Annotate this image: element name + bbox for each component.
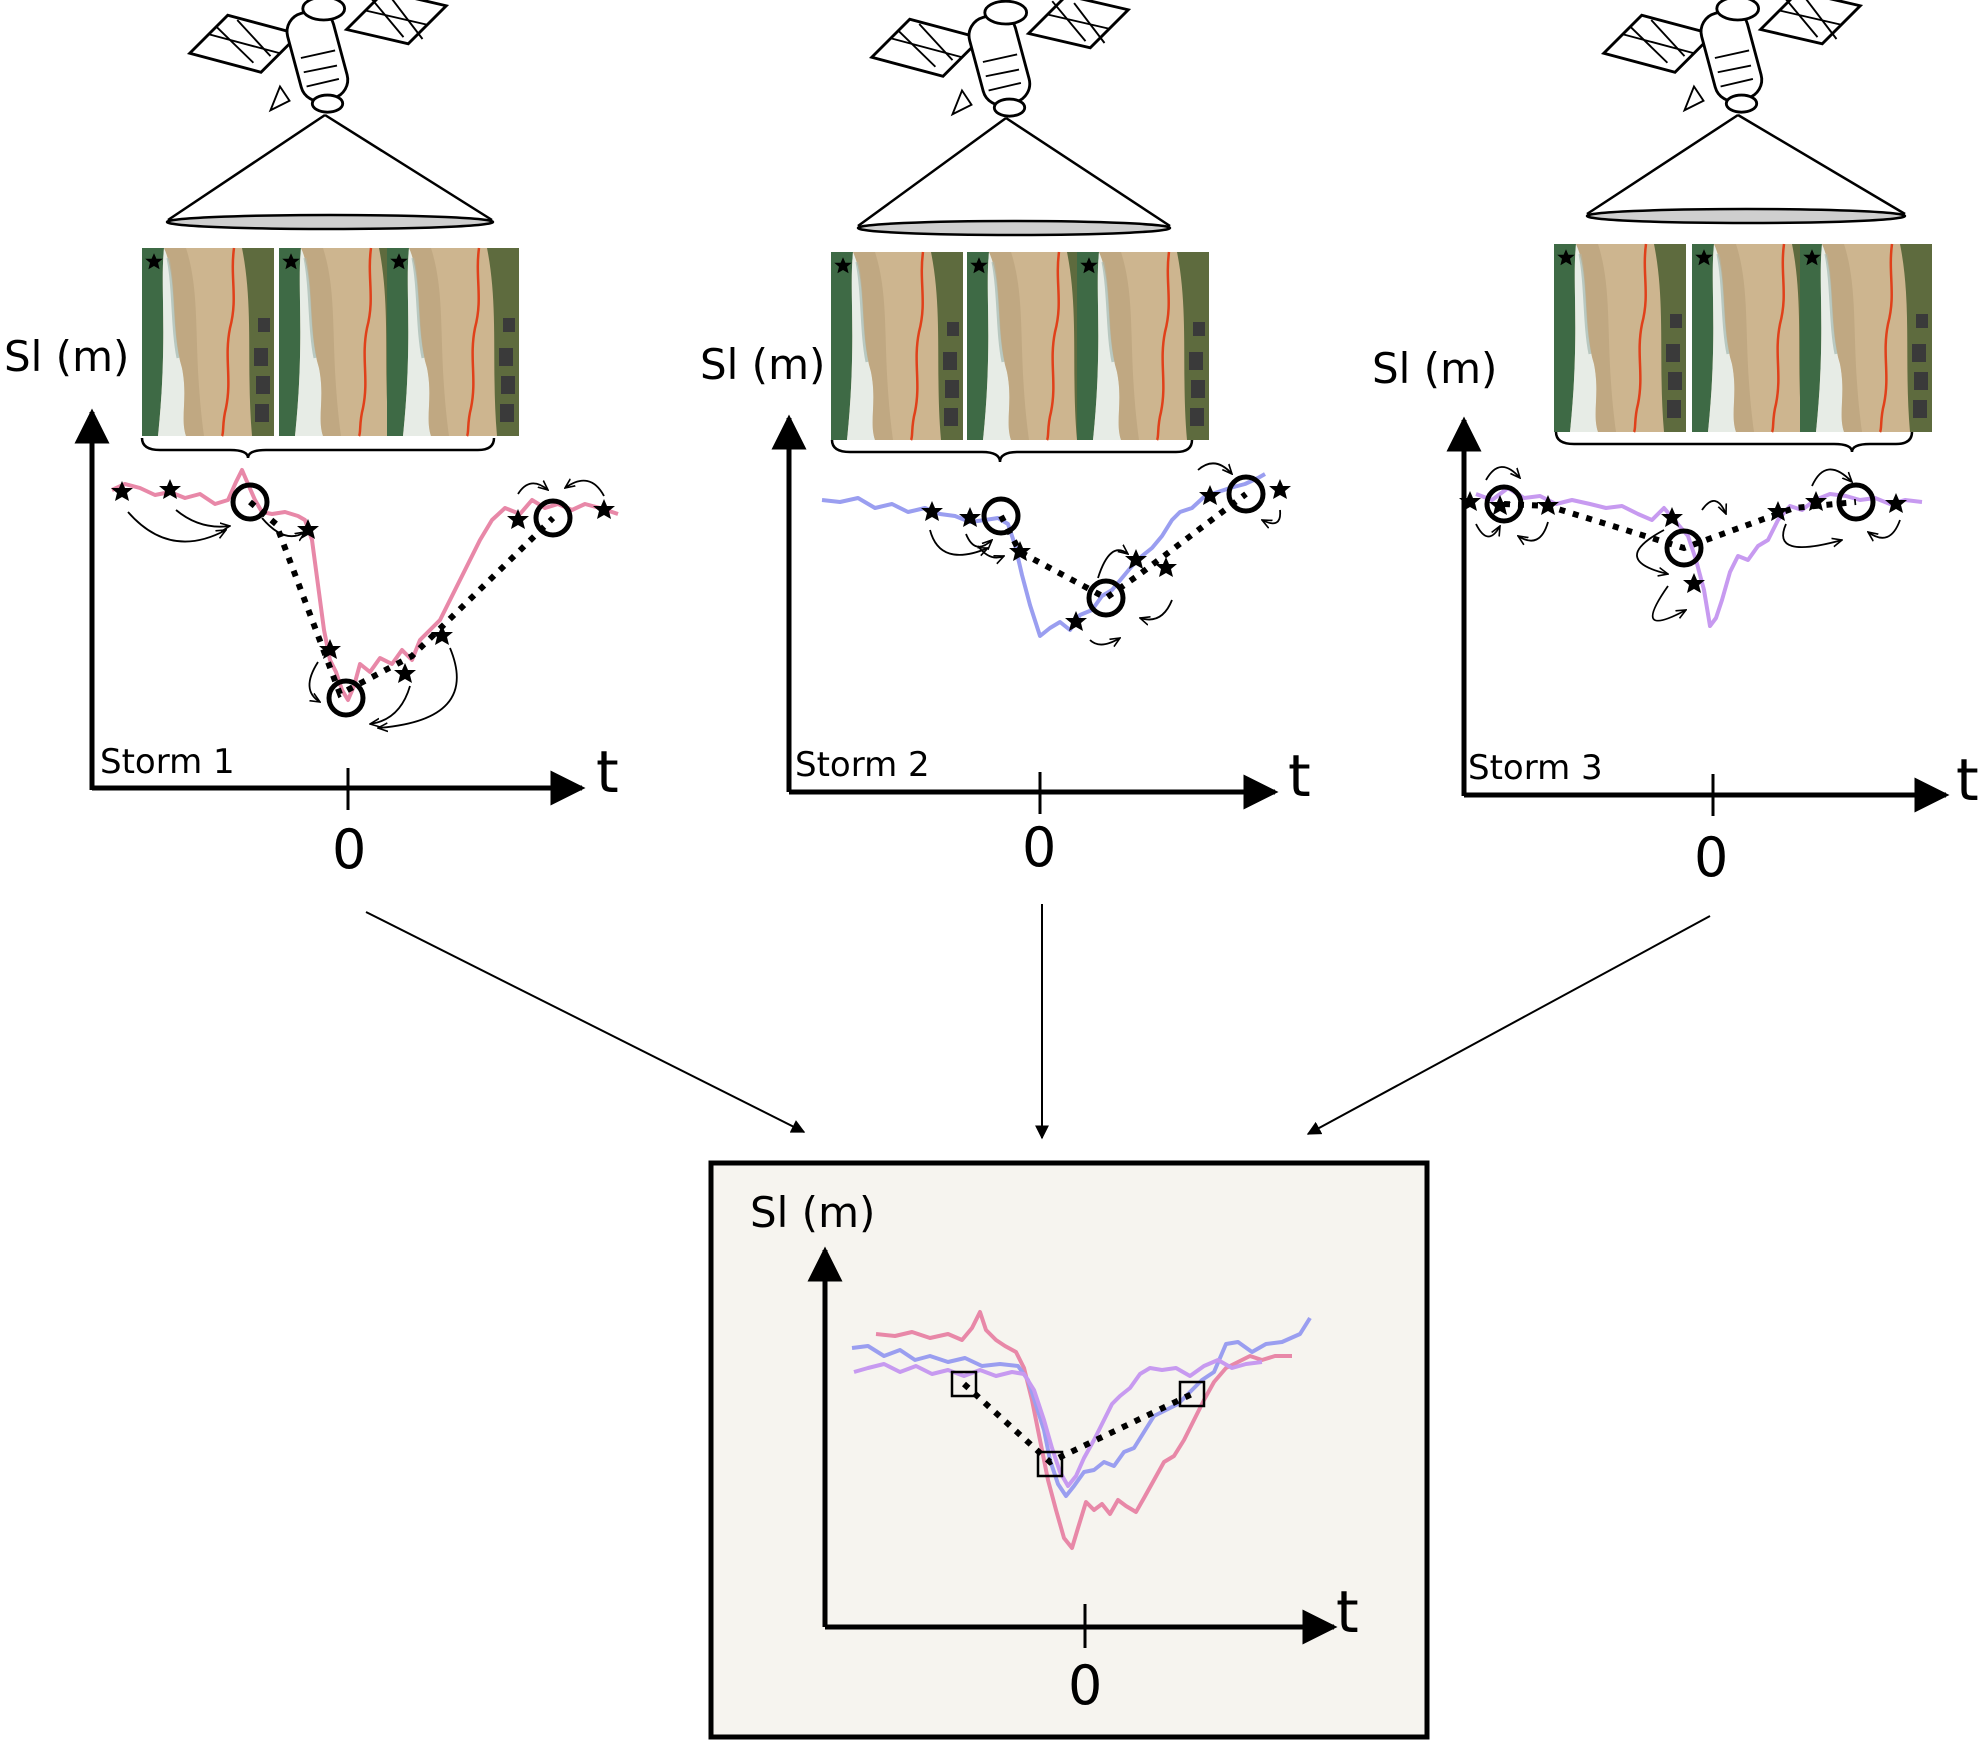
satellite-icon: [870, 0, 1130, 118]
circle-marker-icon: [230, 482, 270, 522]
storm-3-panel: [1446, 0, 1950, 816]
circle-marker-icon: [533, 498, 573, 538]
sample-link: [998, 491, 1248, 602]
y-axis-label: Sl (m): [1372, 344, 1498, 393]
beach-image-icon: [1554, 244, 1686, 432]
y-axis-label: Sl (m): [4, 332, 130, 381]
t-axis-label: t: [1288, 742, 1311, 810]
square-marker-icon: [1036, 1450, 1064, 1478]
y-axis-label: Sl (m): [700, 340, 826, 389]
zero-label: 0: [1068, 1654, 1103, 1717]
storm-1-shoreline-curve: [875, 1310, 1292, 1550]
circle-marker-icon: [1484, 484, 1524, 524]
circle-marker-icon: [1226, 474, 1266, 514]
swap-arrows: [127, 481, 605, 728]
mean-link: [961, 1381, 1194, 1466]
beach-image-icon: [831, 252, 963, 440]
satellite-icon: [188, 0, 448, 114]
satellite-view-cone: [856, 116, 1172, 237]
zero-label: 0: [1694, 826, 1729, 889]
combined-panel: [708, 1160, 1430, 1740]
storm-3-shoreline-curve: [1475, 486, 1923, 628]
storm-2-shoreline-curve: [851, 1316, 1312, 1498]
square-marker-icon: [1178, 1380, 1206, 1408]
zero-label: 0: [332, 818, 367, 881]
t-axis-label: t: [596, 738, 619, 806]
beach-image-icon: [387, 248, 519, 436]
square-marker-icon: [950, 1370, 978, 1398]
satellite-view-cone: [165, 113, 495, 231]
swap-arrows: [1475, 466, 1901, 622]
circle-marker-icon: [1836, 482, 1876, 522]
circle-markers: [981, 474, 1266, 618]
storm-3-shoreline-curve: [853, 1358, 1263, 1488]
satellite-icon: [1602, 0, 1862, 114]
image-group-brace: [830, 439, 1194, 463]
zero-label: 0: [1022, 816, 1057, 879]
y-axis-label: Sl (m): [750, 1188, 876, 1237]
square-markers: [950, 1370, 1206, 1478]
beach-image-icon: [1800, 244, 1932, 432]
sample-link: [248, 499, 556, 699]
beach-image-icon: [1077, 252, 1209, 440]
swap-arrows: [929, 462, 1282, 644]
merge-arrows: [365, 904, 1711, 1140]
storm-label: Storm 2: [795, 745, 930, 785]
storm-label: Storm 1: [100, 742, 235, 782]
image-group-brace: [1554, 431, 1914, 453]
storm-1-shoreline-curve: [111, 468, 619, 702]
circle-markers: [1484, 482, 1876, 568]
beach-image-strip: [142, 248, 519, 436]
circle-marker-icon: [1086, 578, 1126, 618]
beach-image-icon: [142, 248, 274, 436]
circle-marker-icon: [1664, 528, 1704, 568]
beach-image-strip: [1554, 244, 1932, 432]
t-axis-label: t: [1956, 746, 1979, 814]
circle-marker-icon: [326, 678, 366, 718]
storm-label: Storm 3: [1468, 748, 1603, 788]
image-group-brace: [140, 437, 496, 459]
satellite-view-cone: [1585, 113, 1907, 225]
storm-2-panel: [771, 0, 1291, 814]
t-axis-label: t: [1336, 1578, 1359, 1646]
circle-marker-icon: [981, 496, 1021, 536]
beach-image-strip: [831, 252, 1209, 440]
storm-1-panel: [74, 0, 619, 810]
storm-2-shoreline-curve: [821, 472, 1266, 638]
circle-markers: [230, 482, 573, 718]
